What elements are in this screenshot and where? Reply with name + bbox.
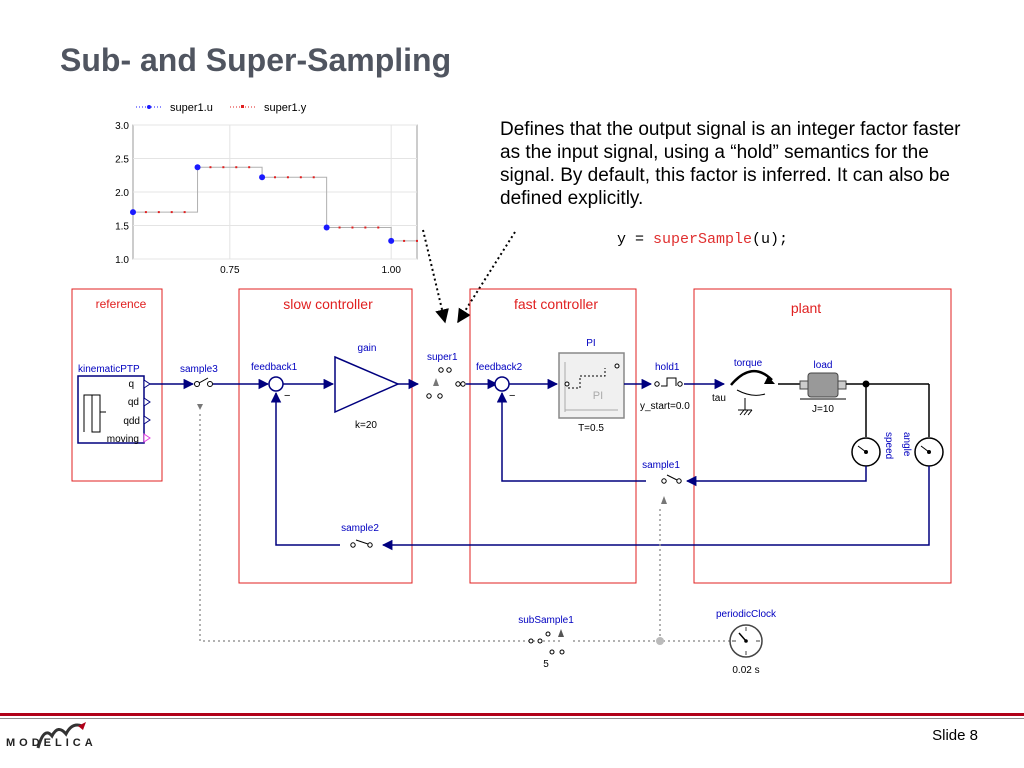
angle-sensor[interactable]: angle [901, 432, 944, 467]
hold1-label: hold1 [655, 362, 680, 373]
gain-block[interactable]: gain k=20 [334, 343, 400, 431]
sample3-block[interactable]: sample3 [180, 364, 218, 410]
torque-label: torque [734, 358, 763, 369]
group-slow-controller[interactable]: slow controller [238, 288, 413, 584]
group-reference[interactable]: reference [71, 288, 163, 482]
port-qdd: qdd [123, 416, 140, 427]
periodicClock-block[interactable]: periodicClock 0.02 s [716, 609, 777, 676]
gain-k: k=20 [355, 420, 377, 431]
feedback2-label: feedback2 [476, 362, 523, 373]
group-plant-label: plant [791, 300, 821, 316]
pi-label: PI [586, 338, 595, 349]
hold1-block[interactable]: hold1 y_start=0.0 [640, 362, 690, 412]
code-function: superSample [653, 231, 753, 248]
sample3-label: sample3 [180, 364, 218, 375]
port-qd: qd [128, 397, 139, 408]
description-text: Defines that the output signal is an int… [500, 119, 961, 209]
speed-label: speed [883, 432, 894, 459]
subSample1-block[interactable]: subSample1 5 [518, 615, 574, 670]
periodicClock-label: periodicClock [716, 609, 777, 620]
sample1-label: sample1 [642, 460, 680, 471]
group-reference-label: reference [96, 297, 147, 311]
port-q: q [128, 379, 134, 390]
angle-label: angle [901, 432, 912, 457]
pointer-arrow-right [457, 231, 516, 324]
code-lhs: y = [617, 231, 654, 248]
group-slow-label: slow controller [283, 296, 373, 312]
pi-T: T=0.5 [578, 423, 604, 434]
load-block[interactable]: load J=10 [799, 360, 847, 415]
sample2-label: sample2 [341, 523, 379, 534]
kinematicPTP-block[interactable]: kinematicPTP q qd qdd moving [77, 364, 151, 445]
load-label: load [814, 360, 833, 371]
speed-sensor[interactable]: speed [851, 432, 894, 467]
slide-title: Sub- and Super-Sampling [60, 42, 452, 78]
super1-label: super1 [427, 352, 458, 363]
load-J: J=10 [812, 404, 834, 415]
sample1-block[interactable]: sample1 [642, 460, 682, 504]
gain-label: gain [358, 343, 377, 354]
pointer-arrow-left [422, 229, 449, 324]
periodicClock-period: 0.02 s [732, 665, 759, 676]
slide-number: Slide 8 [932, 727, 978, 744]
code-example: y = superSample(u); [617, 231, 788, 248]
super1-block[interactable]: super1 [426, 352, 466, 399]
feedback2-minus: − [509, 390, 515, 402]
footer-rule-red [0, 713, 1024, 716]
port-moving: moving [107, 434, 139, 445]
group-plant[interactable]: plant [693, 288, 952, 584]
feedback1-minus: − [284, 390, 290, 402]
modelica-logo-icon [36, 722, 86, 749]
torque-tau: tau [712, 393, 726, 404]
group-fast-label: fast controller [514, 296, 598, 312]
subSample1-label: subSample1 [518, 615, 574, 626]
torque-block[interactable]: torque tau [712, 358, 775, 416]
feedback2-block[interactable]: feedback2 − [476, 362, 523, 402]
footer-rule-gray [0, 718, 1024, 719]
code-args: (u); [752, 231, 789, 248]
hold1-ystart: y_start=0.0 [640, 401, 690, 412]
subSample1-factor: 5 [543, 659, 549, 670]
pi-block[interactable]: PI PI T=0.5 [558, 338, 625, 434]
feedback1-label: feedback1 [251, 362, 298, 373]
sample3-clock-input [197, 404, 203, 410]
pi-inner-text: PI [593, 390, 603, 402]
logo-text: MODELICA [6, 737, 97, 749]
feedback1-block[interactable]: feedback1 − [251, 362, 298, 402]
sample2-block[interactable]: sample2 [341, 523, 379, 548]
group-fast-controller[interactable]: fast controller [469, 288, 637, 584]
kinematicPTP-label: kinematicPTP [78, 364, 140, 375]
